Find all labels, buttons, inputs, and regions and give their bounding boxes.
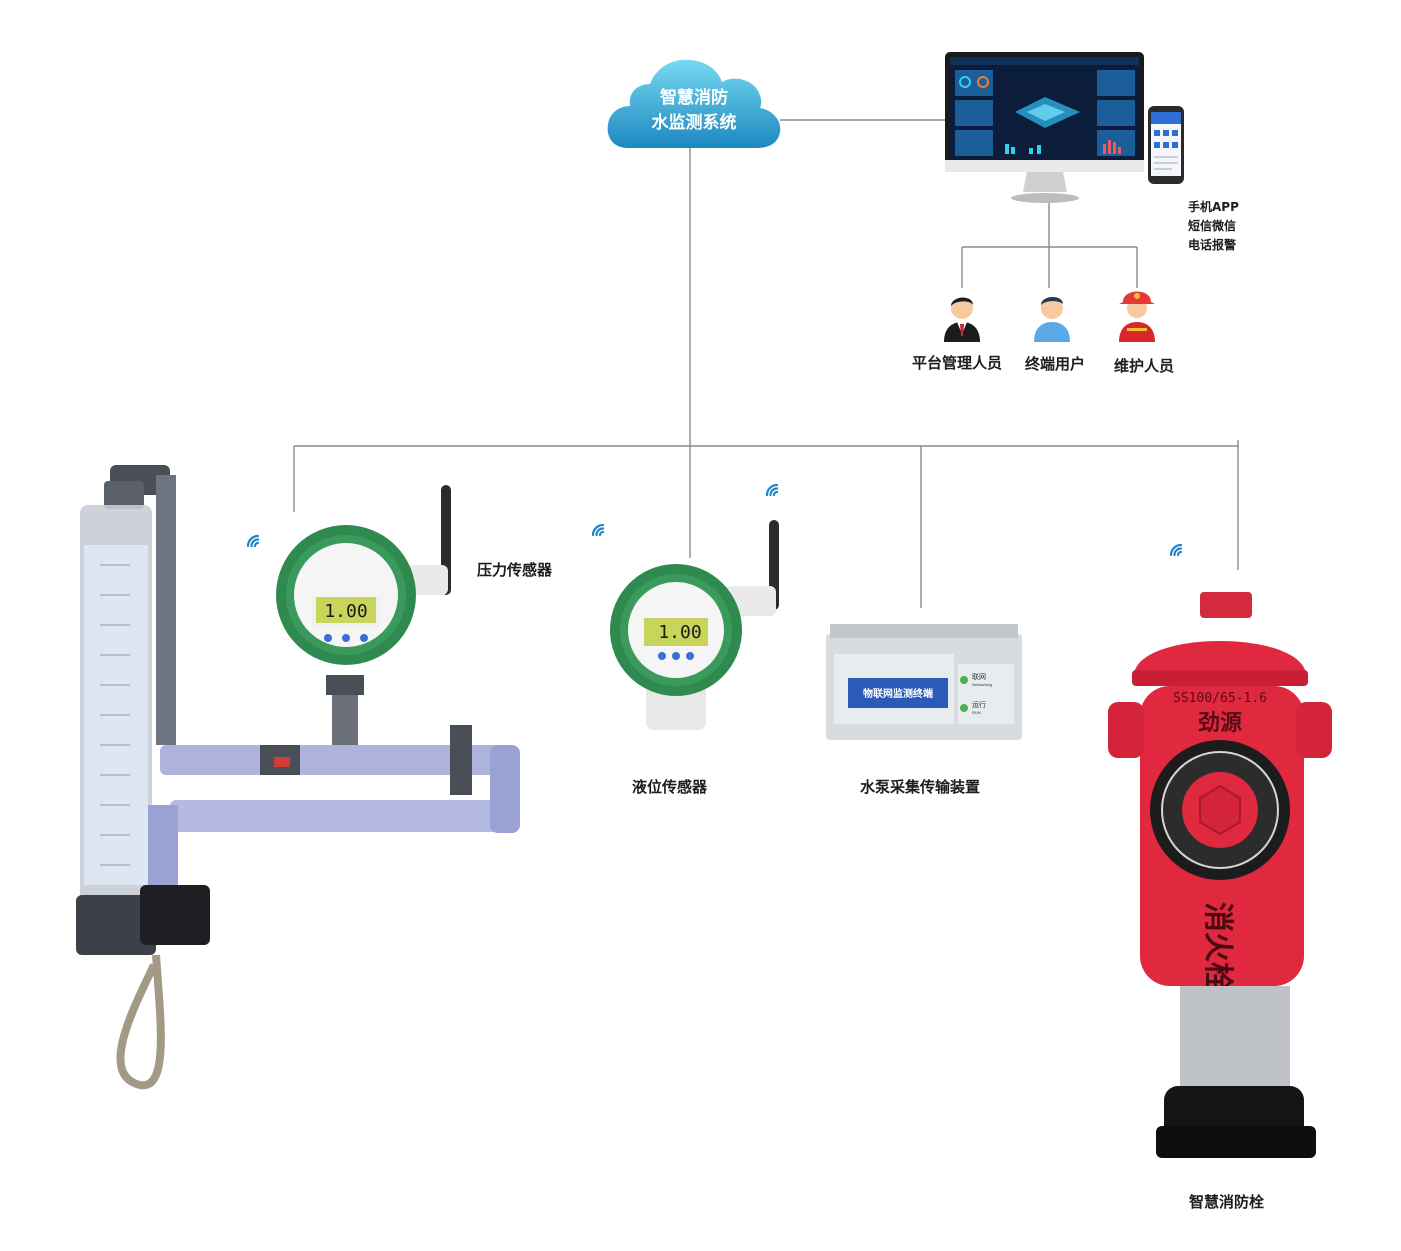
hydrant-marking-brand: 劲源 xyxy=(1198,710,1242,736)
indicator-run-text: 运行 xyxy=(972,700,986,709)
wifi-signal-icon xyxy=(591,523,605,537)
wifi-signal-icon xyxy=(1169,543,1183,557)
pressure-sensor-image: 1.00 xyxy=(276,485,451,665)
hydrant-marking-top: SS100/65-1.6 xyxy=(1173,691,1267,706)
indicator-network-text: 联网 xyxy=(972,672,986,681)
firefighter-avatar-icon xyxy=(1119,291,1155,342)
cloud-title-line1: 智慧消防 xyxy=(660,88,728,108)
pump-terminal-image: 物联网监测终端 联网 Networking 运行 RUN xyxy=(826,624,1022,740)
cloud-title-line2: 水监测系统 xyxy=(651,113,737,133)
user-label-manager: 平台管理人员 xyxy=(912,354,1003,372)
alert-app-text: 手机APP xyxy=(1188,200,1239,214)
hydrant-label: 智慧消防栓 xyxy=(1189,1193,1265,1211)
indicator-network-sub: Networking xyxy=(972,682,992,687)
pipe-assembly-image xyxy=(76,465,520,1090)
alert-phone-text: 电话报警 xyxy=(1188,238,1237,252)
fire-hydrant-image: SS100/65-1.6 劲源 消火栓 xyxy=(1108,592,1332,1158)
level-sensor-image: 1.00 xyxy=(610,520,779,730)
user-avatar-icon xyxy=(1034,296,1070,342)
wifi-signal-icon xyxy=(246,534,260,548)
indicator-run-sub: RUN xyxy=(972,710,981,715)
monitor-dashboard-icon xyxy=(945,52,1144,203)
level-reading: 1.00 xyxy=(658,622,701,643)
pressure-sensor-label: 压力传感器 xyxy=(477,561,553,579)
wifi-signal-icon xyxy=(765,483,779,497)
user-label-terminal: 终端用户 xyxy=(1025,355,1086,373)
level-sensor-label: 液位传感器 xyxy=(632,778,708,796)
manager-avatar-icon xyxy=(944,297,980,342)
cloud-icon xyxy=(607,59,781,148)
alert-sms-text: 短信微信 xyxy=(1188,219,1237,233)
user-label-maintenance: 维护人员 xyxy=(1114,357,1175,375)
terminal-screen-text: 物联网监测终端 xyxy=(863,687,933,700)
pressure-reading: 1.00 xyxy=(324,601,367,622)
phone-app-icon xyxy=(1148,106,1184,184)
pump-terminal-label: 水泵采集传输装置 xyxy=(860,778,981,796)
hydrant-marking-body: 消火栓 xyxy=(1200,902,1235,992)
